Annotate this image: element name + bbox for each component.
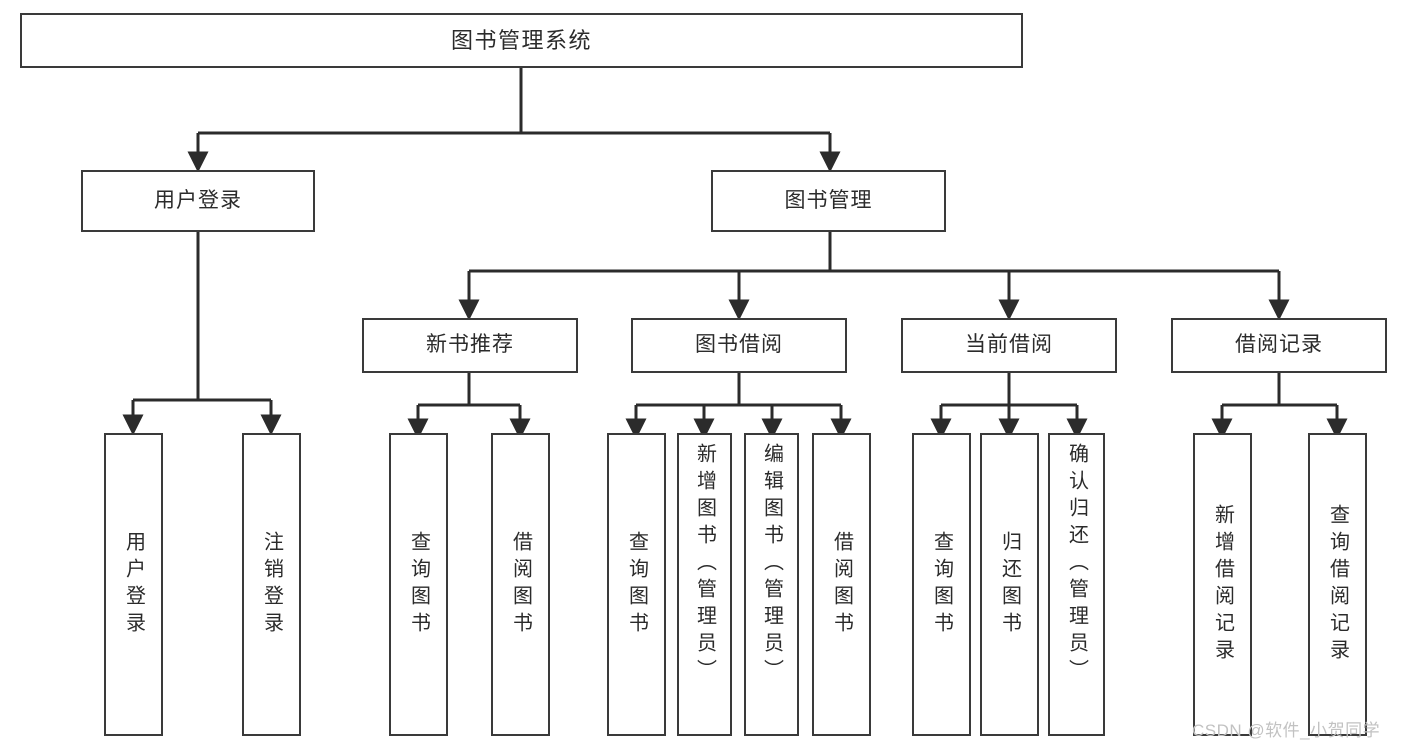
node-leaf-query-record[interactable]: 查询借阅记录 (1308, 433, 1367, 736)
node-leaf-borrow-book-1[interactable]: 借阅图书 (491, 433, 550, 736)
node-leaf-edit-book[interactable]: 编辑图书（管理员） (744, 433, 799, 736)
node-leaf-logout-label: 注销登录 (260, 530, 283, 639)
node-leaf-user-login-label: 用户登录 (122, 530, 145, 639)
node-leaf-query-book-2[interactable]: 查询图书 (607, 433, 666, 736)
node-leaf-edit-book-label: 编辑图书（管理员） (760, 443, 783, 686)
node-leaf-borrow-book-2-label: 借阅图书 (830, 530, 853, 639)
node-new-book-recommend-label: 新书推荐 (426, 333, 514, 357)
node-leaf-borrow-book-1-label: 借阅图书 (509, 530, 532, 639)
node-leaf-user-login[interactable]: 用户登录 (104, 433, 163, 736)
node-root[interactable]: 图书管理系统 (20, 13, 1023, 68)
node-root-label: 图书管理系统 (450, 27, 592, 53)
node-current-borrow[interactable]: 当前借阅 (901, 318, 1117, 373)
node-borrow-record-label: 借阅记录 (1235, 333, 1323, 357)
csdn-watermark: CSDN @软件_小贺同学 (1192, 721, 1381, 740)
node-leaf-query-book-2-label: 查询图书 (625, 530, 648, 639)
node-leaf-query-book-3[interactable]: 查询图书 (912, 433, 971, 736)
node-book-borrow[interactable]: 图书借阅 (631, 318, 847, 373)
node-leaf-add-record-label: 新增借阅记录 (1211, 503, 1234, 666)
node-leaf-add-book-label: 新增图书（管理员） (693, 443, 716, 686)
node-leaf-logout[interactable]: 注销登录 (242, 433, 301, 736)
node-borrow-record[interactable]: 借阅记录 (1171, 318, 1387, 373)
node-leaf-query-book-3-label: 查询图书 (930, 530, 953, 639)
node-leaf-query-book-1-label: 查询图书 (407, 530, 430, 639)
node-leaf-return-book-label: 归还图书 (998, 530, 1021, 639)
node-leaf-return-book[interactable]: 归还图书 (980, 433, 1039, 736)
node-leaf-add-book[interactable]: 新增图书（管理员） (677, 433, 732, 736)
node-leaf-query-book-1[interactable]: 查询图书 (389, 433, 448, 736)
node-leaf-confirm-return[interactable]: 确认归还（管理员） (1048, 433, 1105, 736)
node-new-book-recommend[interactable]: 新书推荐 (362, 318, 578, 373)
node-current-borrow-label: 当前借阅 (965, 333, 1053, 357)
node-book-manage-label: 图书管理 (784, 188, 873, 212)
node-book-borrow-label: 图书借阅 (695, 333, 783, 357)
node-user-login[interactable]: 用户登录 (81, 170, 315, 232)
node-book-manage[interactable]: 图书管理 (711, 170, 946, 232)
node-user-login-label: 用户登录 (154, 188, 242, 212)
node-leaf-add-record[interactable]: 新增借阅记录 (1193, 433, 1252, 736)
node-leaf-borrow-book-2[interactable]: 借阅图书 (812, 433, 871, 736)
node-leaf-query-record-label: 查询借阅记录 (1326, 503, 1349, 666)
node-leaf-confirm-return-label: 确认归还（管理员） (1065, 443, 1088, 686)
